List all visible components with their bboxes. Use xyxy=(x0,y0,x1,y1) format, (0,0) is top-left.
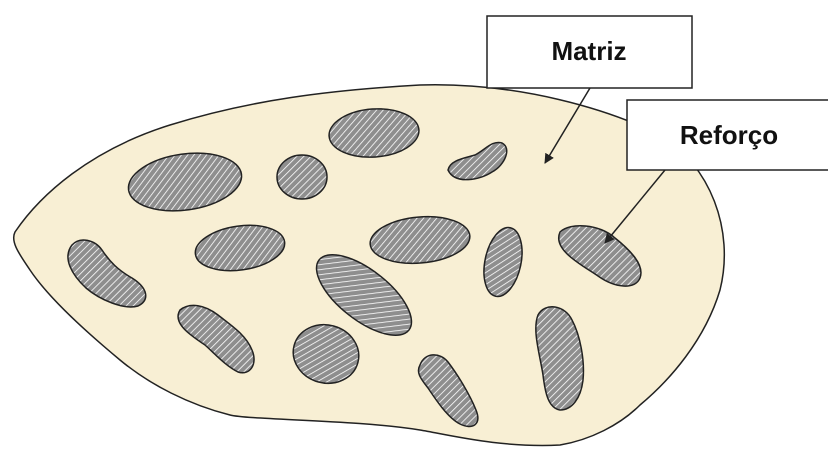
reforco-label: Reforço xyxy=(680,120,778,150)
reforco-label-box: Reforço xyxy=(627,100,828,170)
matriz-label: Matriz xyxy=(551,36,626,66)
particle xyxy=(277,155,327,199)
matriz-label-box: Matriz xyxy=(487,16,692,88)
